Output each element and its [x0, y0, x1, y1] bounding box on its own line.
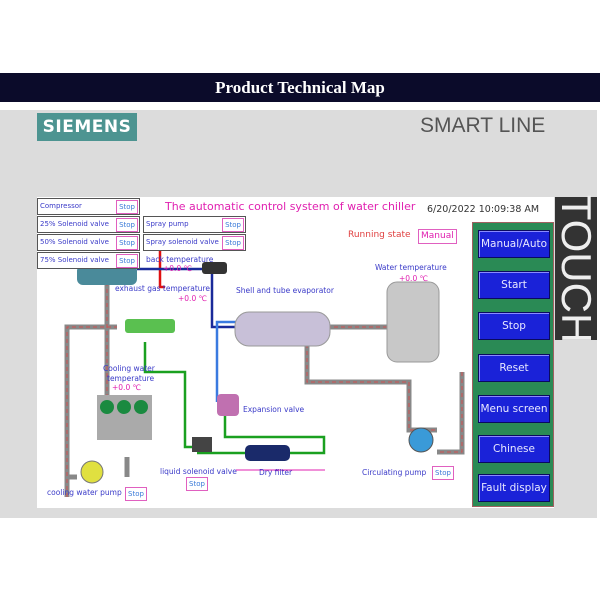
fault-display-button[interactable]: Fault display — [478, 474, 550, 502]
cooling-temp-label-2: temperature — [107, 374, 155, 383]
expansion-valve-icon — [217, 394, 239, 416]
running-state-label: Running state — [348, 230, 411, 240]
dry-filter-label: Dry filter — [259, 468, 293, 477]
water-temp-label: Water temperature — [375, 263, 447, 272]
expansion-valve-label: Expansion valve — [243, 405, 305, 414]
evaporator-icon — [234, 311, 331, 347]
circ-pump-state[interactable]: Stop — [432, 466, 454, 480]
liquid-valve-label: liquid solenoid valve — [160, 467, 237, 476]
exhaust-temp-value: +0.0 ℃ — [178, 294, 208, 303]
cool-pump-label: cooling water pump — [47, 488, 122, 497]
back-temp-value: +0.0 ℃ — [163, 264, 193, 273]
status-label: 50% Solenoid valve — [40, 238, 109, 246]
touch-label: TOUCH — [553, 194, 600, 343]
dry-filter-icon — [245, 445, 290, 461]
status-value[interactable]: Stop — [116, 236, 138, 250]
menu-screen-button[interactable]: Menu screen — [478, 395, 550, 423]
touch-text: TOUCH — [553, 194, 600, 343]
condenser-icon — [125, 319, 175, 333]
screen-title: The automatic control system of water ch… — [165, 200, 416, 213]
datetime: 6/20/2022 10:09:38 AM — [427, 204, 540, 215]
liquid-valve-state[interactable]: Stop — [186, 477, 208, 491]
status-spray-pump: Spray pump Stop — [143, 216, 246, 233]
circ-pump-label: Circulating pump — [362, 468, 427, 477]
compressor-icon — [77, 265, 137, 285]
status-value[interactable]: Stop — [222, 218, 244, 232]
status-value[interactable]: Stop — [116, 254, 138, 268]
evaporator-label: Shell and tube evaporator — [236, 286, 334, 295]
cooling-water-pump-icon — [80, 460, 104, 484]
control-button-panel: Manual/Auto Start Stop Reset Menu screen… — [472, 222, 554, 507]
water-tank-icon — [386, 281, 440, 363]
status-value[interactable]: Stop — [116, 218, 138, 232]
stop-button[interactable]: Stop — [478, 312, 550, 340]
temperature-sensor-icon — [202, 262, 227, 274]
status-75-solenoid: 75% Solenoid valve Stop — [37, 252, 140, 269]
start-button[interactable]: Start — [478, 271, 550, 299]
status-value[interactable]: Stop — [116, 200, 138, 214]
status-50-solenoid: 50% Solenoid valve Stop — [37, 234, 140, 251]
status-compressor: Compressor Stop — [37, 198, 140, 215]
pipe-diagram — [64, 237, 465, 497]
status-25-solenoid: 25% Solenoid valve Stop — [37, 216, 140, 233]
siemens-logo: SIEMENS — [37, 113, 137, 141]
cool-pump-state[interactable]: Stop — [125, 487, 147, 501]
cooling-temp-value: +0.0 ℃ — [112, 383, 142, 392]
status-label: 25% Solenoid valve — [40, 220, 109, 228]
back-temp-label: back temperature — [146, 255, 214, 264]
running-state-value[interactable]: Manual — [418, 229, 457, 244]
circulating-pump-icon — [408, 427, 434, 453]
status-value[interactable]: Stop — [222, 236, 244, 250]
status-label: Spray solenoid valve — [146, 238, 219, 246]
cooling-temp-label: Cooling water — [103, 364, 155, 373]
status-label: 75% Solenoid valve — [40, 256, 109, 264]
reset-button[interactable]: Reset — [478, 354, 550, 382]
water-temp-value: +0.0 ℃ — [399, 274, 429, 283]
smart-line-label: SMART LINE — [420, 114, 546, 137]
manual-auto-button[interactable]: Manual/Auto — [478, 230, 550, 258]
status-label: Spray pump — [146, 220, 189, 228]
exhaust-temp-label: exhaust gas temperature — [115, 284, 211, 293]
page-title: Product Technical Map — [0, 73, 600, 102]
liquid-solenoid-valve-icon — [192, 437, 212, 452]
hmi-screen: The automatic control system of water ch… — [37, 197, 554, 508]
status-label: Compressor — [40, 202, 82, 210]
chinese-button[interactable]: Chinese — [478, 435, 550, 463]
